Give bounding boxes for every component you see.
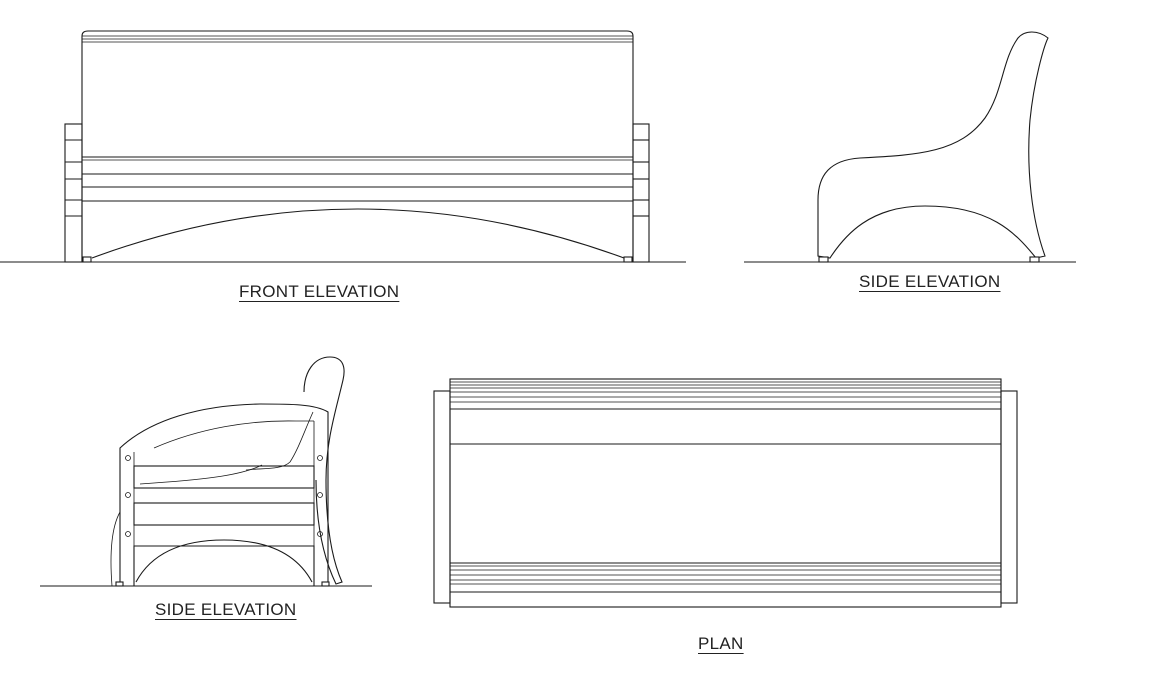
plan-back-lines bbox=[450, 381, 1001, 445]
side-bottom-backrest bbox=[303, 356, 345, 585]
side-top-back-foot bbox=[1029, 256, 1040, 263]
plan-view bbox=[433, 378, 1018, 608]
side-bottom-rivets bbox=[125, 455, 323, 537]
plan-left-arm bbox=[433, 390, 451, 604]
side-top-profile bbox=[817, 31, 1049, 259]
front-right-arm bbox=[632, 123, 650, 263]
side-elevation-top-caption: SIDE ELEVATION bbox=[859, 272, 1001, 291]
side-bottom-arm-frame bbox=[119, 403, 329, 587]
plan-front-lines bbox=[450, 562, 1001, 593]
front-seat bbox=[81, 156, 634, 263]
front-left-arm bbox=[64, 123, 83, 263]
plan-seat-outline bbox=[449, 378, 1002, 608]
plan-caption: PLAN bbox=[698, 634, 744, 653]
side-elevation-bottom-view bbox=[40, 356, 372, 587]
plan-right-arm bbox=[1000, 390, 1018, 604]
side-bottom-slat-1 bbox=[133, 465, 315, 489]
side-elevation-top-view bbox=[744, 31, 1076, 263]
side-bottom-slat-2 bbox=[133, 502, 315, 526]
front-elevation-caption: FRONT ELEVATION bbox=[239, 282, 400, 301]
front-elevation-view bbox=[0, 30, 686, 263]
front-backrest bbox=[81, 30, 634, 157]
side-elevation-bottom-caption: SIDE ELEVATION bbox=[155, 600, 297, 619]
side-top-front-foot bbox=[818, 256, 829, 263]
